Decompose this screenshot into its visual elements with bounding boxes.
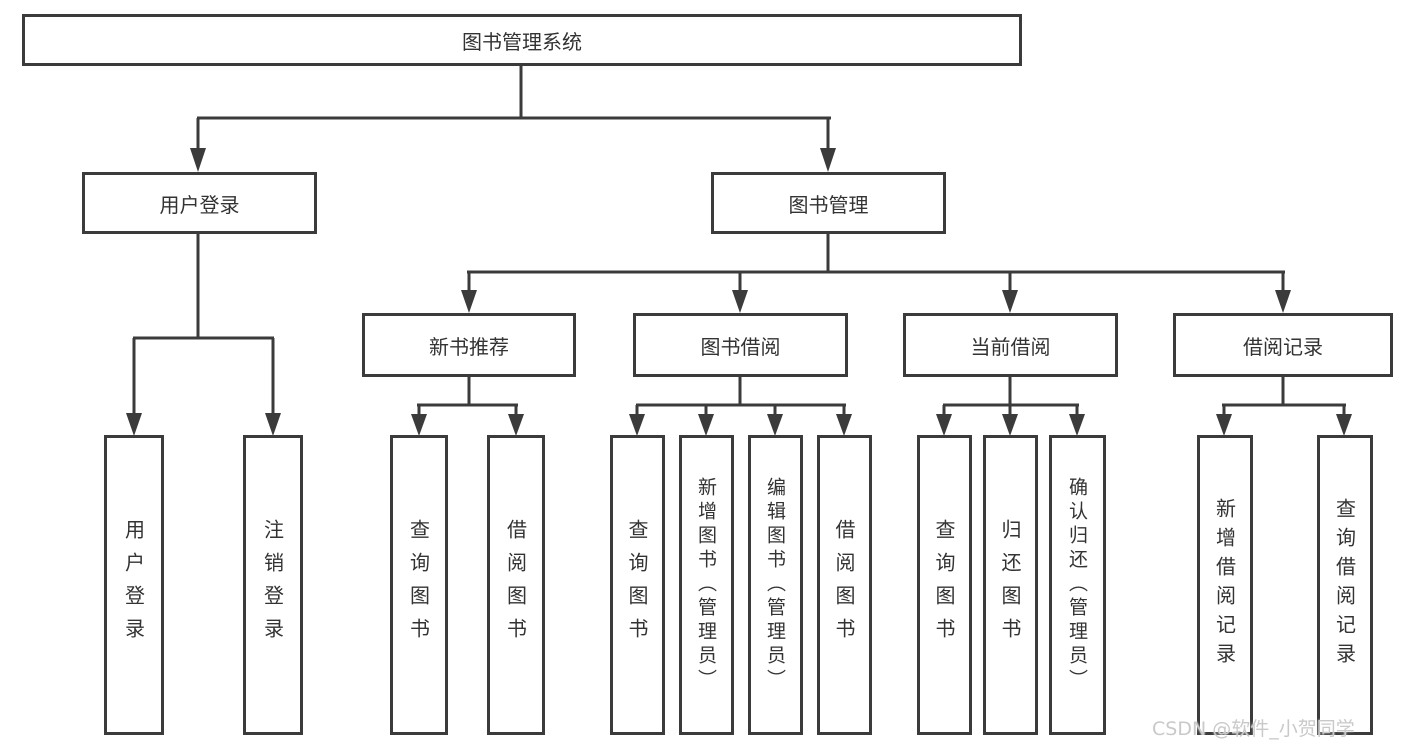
edge-new-books-to-leaves bbox=[411, 377, 524, 436]
leaf-confirm-return-admin: 确认归还（管理员） bbox=[1049, 435, 1106, 735]
leaf-edit-books-admin: 编辑图书（管理员） bbox=[748, 435, 803, 735]
leaf-query-books-3-label: 查询图书 bbox=[932, 519, 956, 651]
leaf-logout: 注销登录 bbox=[243, 435, 303, 735]
edge-root-to-level2 bbox=[190, 66, 836, 172]
node-book-management-branch-label: 图书管理 bbox=[788, 192, 869, 217]
node-book-borrowing-label: 图书借阅 bbox=[700, 334, 781, 359]
edge-book-mgmt-to-level3 bbox=[461, 234, 1291, 313]
node-new-book-recommendation-label: 新书推荐 bbox=[429, 334, 509, 359]
leaf-add-books-admin: 新增图书（管理员） bbox=[679, 435, 734, 735]
node-user-login-branch-label: 用户登录 bbox=[159, 192, 240, 217]
node-current-borrowing: 当前借阅 bbox=[903, 313, 1118, 377]
node-borrowing-records-label: 借阅记录 bbox=[1243, 334, 1323, 359]
node-user-login-branch: 用户登录 bbox=[82, 172, 317, 234]
leaf-user-login-label: 用户登录 bbox=[121, 519, 146, 651]
leaf-return-books-label: 归还图书 bbox=[998, 519, 1022, 651]
edge-book-borrow-to-leaves bbox=[629, 377, 852, 436]
edge-user-login-to-leaves bbox=[126, 234, 281, 436]
node-book-borrowing: 图书借阅 bbox=[633, 313, 848, 377]
node-library-management-system: 图书管理系统 bbox=[22, 14, 1022, 66]
edge-borrow-records-to-leaves bbox=[1216, 377, 1352, 436]
edge-current-borrow-to-leaves bbox=[936, 377, 1085, 436]
leaf-borrow-books-1: 借阅图书 bbox=[487, 435, 545, 735]
node-current-borrowing-label: 当前借阅 bbox=[970, 334, 1051, 359]
leaf-logout-label: 注销登录 bbox=[260, 519, 285, 651]
leaf-query-books-2-label: 查询图书 bbox=[625, 519, 649, 651]
leaf-query-books-3: 查询图书 bbox=[917, 435, 972, 735]
leaf-add-books-admin-label: 新增图书（管理员） bbox=[695, 477, 717, 693]
leaf-query-books-2: 查询图书 bbox=[610, 435, 665, 735]
leaf-edit-books-admin-label: 编辑图书（管理员） bbox=[764, 477, 786, 693]
leaf-query-borrow-record-label: 查询借阅记录 bbox=[1332, 498, 1357, 672]
csdn-watermark: CSDN @软件_小贺同学 bbox=[1152, 718, 1355, 740]
leaf-query-books-1: 查询图书 bbox=[390, 435, 448, 735]
node-book-management-branch: 图书管理 bbox=[711, 172, 946, 234]
leaf-return-books: 归还图书 bbox=[983, 435, 1038, 735]
leaf-borrow-books-2-label: 借阅图书 bbox=[832, 519, 856, 651]
leaf-add-borrow-record-label: 新增借阅记录 bbox=[1212, 498, 1237, 672]
node-library-management-system-label: 图书管理系统 bbox=[462, 29, 582, 54]
node-borrowing-records: 借阅记录 bbox=[1173, 313, 1393, 377]
leaf-user-login: 用户登录 bbox=[104, 435, 164, 735]
leaf-borrow-books-2: 借阅图书 bbox=[817, 435, 872, 735]
leaf-borrow-books-1-label: 借阅图书 bbox=[503, 519, 528, 651]
leaf-query-books-1-label: 查询图书 bbox=[406, 519, 431, 651]
leaf-confirm-return-admin-label: 确认归还（管理员） bbox=[1066, 477, 1088, 693]
leaf-query-borrow-record: 查询借阅记录 bbox=[1317, 435, 1373, 735]
leaf-add-borrow-record: 新增借阅记录 bbox=[1197, 435, 1253, 735]
node-new-book-recommendation: 新书推荐 bbox=[362, 313, 576, 377]
